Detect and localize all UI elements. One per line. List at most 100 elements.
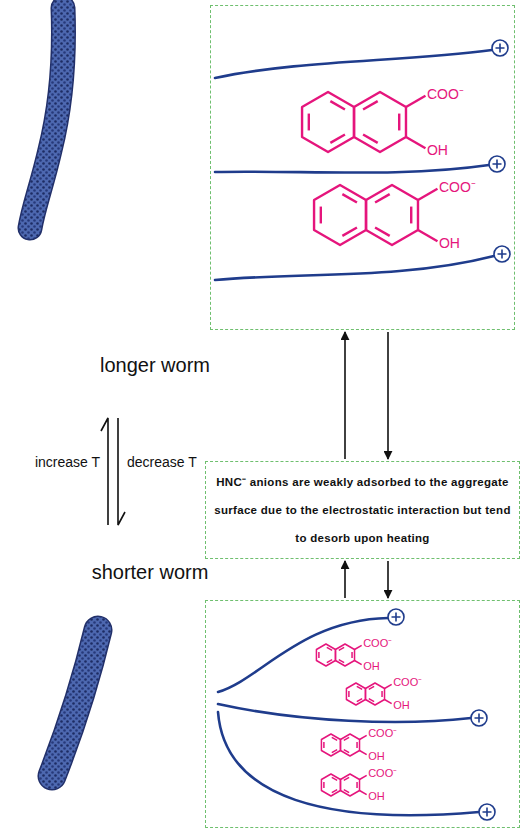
bond [385,684,392,688]
surfactant-chain [215,50,492,78]
surfactant-chain [218,712,479,815]
carboxylate-label: COO⁻ [368,765,397,780]
charge-symbol [489,156,505,172]
transition-arrow [387,332,389,459]
ring [340,774,359,796]
naphthalene [314,185,437,245]
naphthalene [346,683,391,705]
double-bond [344,777,349,780]
state-label: shorter worm [92,561,209,584]
bond [360,735,367,739]
temperature-label: decrease T [127,454,197,470]
charge-symbol [388,609,404,625]
plus-sign [493,160,502,169]
ring [354,92,406,152]
surfactant-chain [215,256,494,280]
long-worm-outline [30,8,63,228]
hydroxyl-label: OH [393,699,410,711]
double-bond [327,660,332,663]
bond [360,775,367,779]
ring [314,185,366,245]
double-bond [323,782,325,788]
note-text: HNC⁻ anions are weakly adsorbed to the a… [214,468,511,552]
ring [365,683,384,705]
transition-arrow [387,561,389,598]
plus-sign [475,714,484,723]
naphthalene [316,644,361,666]
double-bond [369,686,374,689]
ring [340,734,359,756]
charge-circle [492,40,508,56]
double-bond [356,782,358,788]
double-bond [348,691,350,697]
hydroxyl-label: OH [368,750,385,762]
bond [355,645,362,649]
long-worm [30,8,63,228]
equilibrium-arrow-up [101,418,108,525]
double-bond [323,742,325,748]
charge-symbol [479,804,495,820]
double-bond [332,750,337,753]
plus-sign [496,44,505,53]
charge-symbol [494,246,510,262]
hydroxyl-label: OH [368,790,385,802]
ring [335,644,354,666]
ring [321,774,340,796]
double-bond [330,101,345,109]
charged-heads [388,40,510,820]
double-bond [363,101,378,109]
carboxylate-label: COO⁻ [427,84,464,103]
charge-symbol [471,710,487,726]
double-bond [327,647,332,650]
ring [366,185,418,245]
equilibrium-arrow-down [118,418,125,525]
double-bond [339,647,344,650]
transition-arrow [344,332,346,459]
double-bond [332,737,337,740]
short-worm-outline [52,630,98,776]
double-bond [357,686,362,689]
double-bond [344,750,349,753]
double-bond [332,790,337,793]
double-bond [342,227,357,235]
charge-circle [494,246,510,262]
charge-circle [479,804,495,820]
double-bond [363,134,378,142]
double-bond [356,742,358,748]
naphthalene [321,734,366,756]
ring [346,683,365,705]
state-label: longer worm [100,354,210,377]
charge-circle [471,710,487,726]
bond [360,751,367,755]
short-worm [52,630,98,776]
transition-arrow [344,561,346,598]
plus-sign [392,613,401,622]
hydroxyl-label: OH [439,235,460,251]
bond [406,137,425,148]
naphthalene [302,92,425,152]
bond [385,700,392,704]
carboxylate-label: COO⁻ [363,635,392,650]
surfactant-chains [215,50,494,815]
ring [321,734,340,756]
double-bond [332,777,337,780]
carboxylate-label: COO⁻ [393,674,422,689]
ring [302,92,354,152]
double-bond [369,699,374,702]
plus-sign [498,250,507,259]
double-bond [398,114,400,131]
double-bond [344,790,349,793]
hydroxyl-label: OH [427,142,448,158]
double-bond [339,660,344,663]
double-bond [410,207,412,224]
double-bond [381,691,383,697]
double-bond [351,652,353,658]
double-bond [375,194,390,202]
bond [360,791,367,795]
ring [316,644,335,666]
carboxylate-label: COO⁻ [439,177,476,196]
charge-circle [489,156,505,172]
bond [418,230,437,241]
molecules [302,92,437,796]
double-bond [357,699,362,702]
